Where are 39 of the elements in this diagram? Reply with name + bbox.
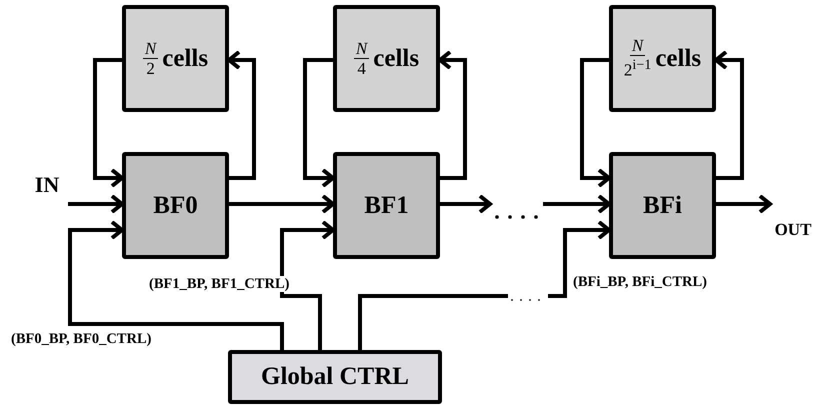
node-label: cells	[655, 44, 702, 72]
arrow	[68, 194, 124, 214]
process-box	[122, 152, 229, 259]
arrow	[358, 220, 611, 350]
arrow	[229, 194, 335, 214]
arrow	[580, 58, 611, 188]
node-label: BFi	[643, 192, 682, 220]
node-label: BF0	[153, 192, 198, 220]
arrow	[714, 50, 744, 180]
node-label: Global CTRL	[261, 363, 409, 391]
port-label: OUT	[774, 220, 812, 240]
fraction-denominator: 2	[146, 58, 155, 78]
process-box	[333, 152, 440, 259]
fraction-numerator: N	[354, 40, 370, 58]
arrow	[303, 58, 335, 188]
control-box	[228, 350, 442, 404]
arrow	[280, 220, 335, 350]
port-label: IN	[34, 172, 60, 198]
node-label: cells	[373, 44, 420, 72]
memory-box	[609, 5, 716, 112]
arrow	[543, 194, 611, 214]
memory-box	[333, 5, 440, 112]
edge-label: (BF0_BP, BF0_CTRL)	[10, 331, 152, 347]
edge-label: (BF1_BP, BF1_CTRL)	[148, 276, 290, 292]
arrow	[438, 50, 467, 180]
arrow	[227, 50, 256, 180]
node-label: cells	[162, 44, 208, 72]
fraction-denominator: 4	[357, 58, 366, 78]
fraction-denominator: 2$^{i−1}$	[624, 56, 652, 80]
fraction-numerator: N	[630, 37, 646, 56]
memory-box	[122, 5, 229, 112]
process-box	[609, 152, 716, 259]
arrow	[716, 194, 772, 214]
edge-label: (BFi_BP, BFi_CTRL)	[572, 274, 708, 290]
arrow	[93, 58, 124, 188]
fraction-numerator: N	[142, 40, 158, 58]
arrow	[440, 194, 492, 214]
arrow	[68, 220, 284, 350]
node-label: BF1	[364, 192, 409, 220]
